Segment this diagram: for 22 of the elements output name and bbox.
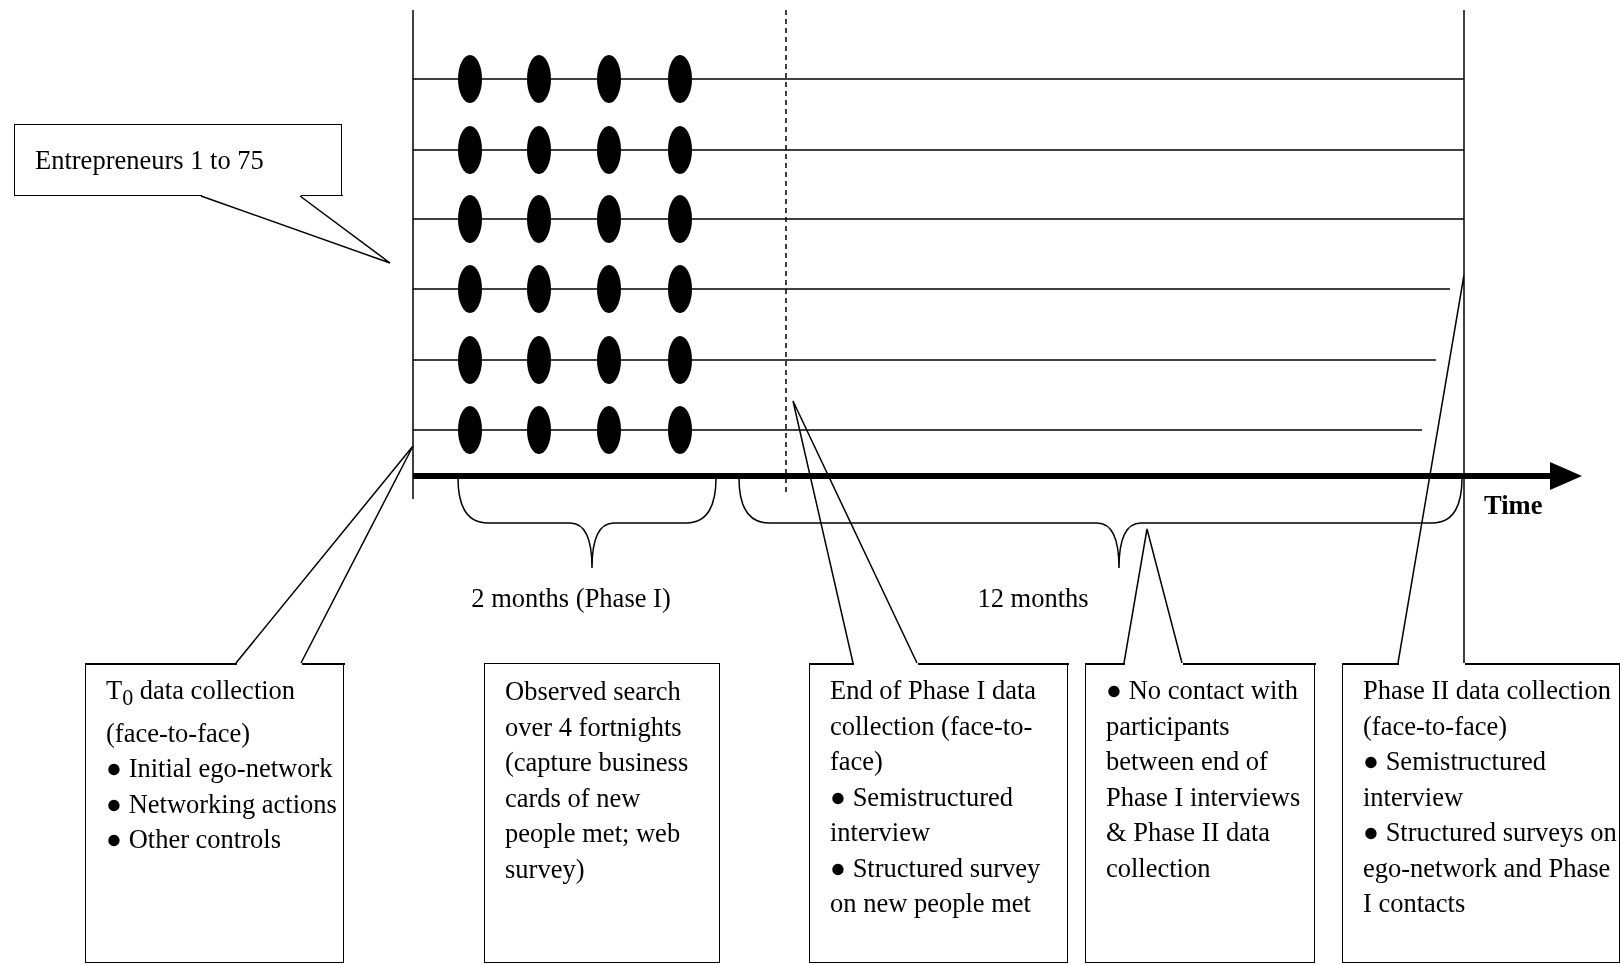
callout-text: Observed search over 4 fortnights (capture business cards of new people met; web survey) [505,675,690,886]
bullet-item: ● Structured surveys on ego-network and Phase I contacts [1363,816,1618,920]
bullet-item: ● Other controls [106,823,282,857]
bullet-item: ● Semistructured interview [830,780,1015,849]
callout-box [85,663,344,963]
callout-box [14,124,342,196]
callout-box [809,663,1068,963]
axis-label: Time [1484,490,1543,520]
duration-label: 2 months (Phase I) [471,583,671,613]
callout-box [1342,663,1620,963]
callout-text: End of Phase I data collection (face-to-face) [830,674,1038,778]
callout-text: Entrepreneurs 1 to 75 [35,143,265,177]
callout-text: Phase II data collection (face-to-face) [1363,674,1612,743]
callout-text: ● No contact with participants between end of Phase I interviews & Phase II data collection [1106,674,1302,885]
duration-label: 12 months [977,583,1089,613]
bullet-item: ● Semistructured interview [1363,745,1548,814]
bullet-item: ● Initial ego-network [106,752,334,786]
bullet-item: ● Structured survey on new people met [830,851,1042,920]
callout-box [1085,663,1315,963]
bullet-item: ● Networking actions [106,787,338,821]
callout-box [484,663,720,963]
callout-text: T$_{0}$ data collection (face-to-face) [106,674,297,750]
